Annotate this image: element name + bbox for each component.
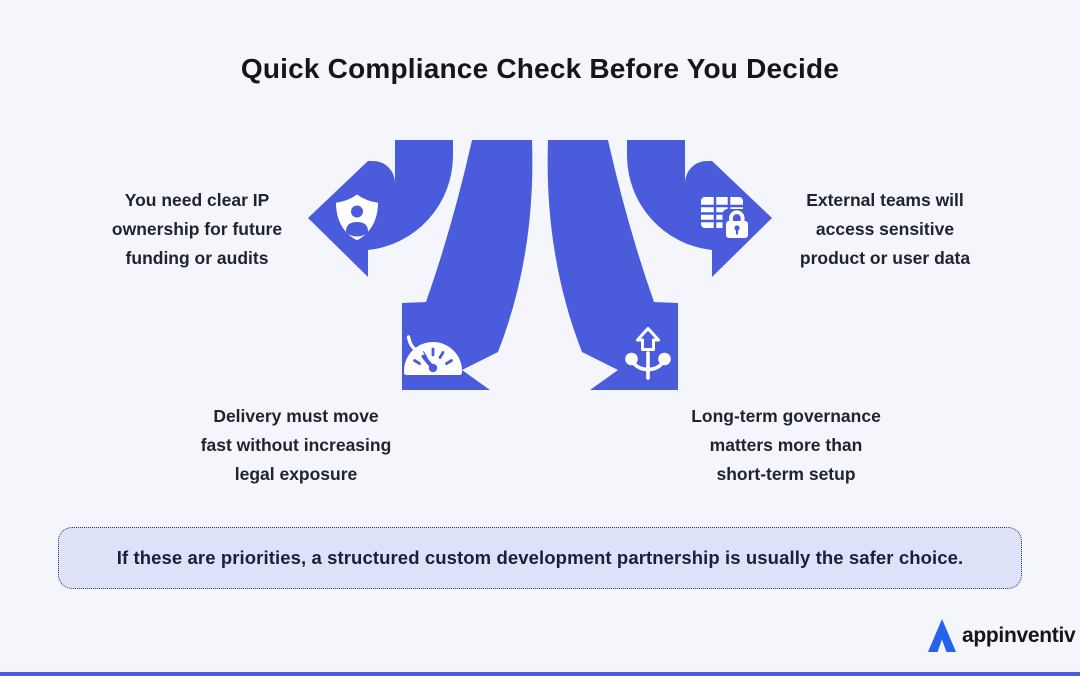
arrow-left — [308, 140, 453, 277]
label-line: funding or audits — [125, 248, 269, 268]
label-line: product or user data — [799, 248, 971, 268]
label-governance: Long-term governance matters more than s… — [671, 402, 901, 489]
label-sensitive-data: External teams will access sensitive pro… — [770, 186, 1000, 273]
label-line: access sensitive — [815, 219, 955, 239]
growth-governance-icon — [625, 327, 671, 380]
label-line: Delivery must move — [213, 406, 379, 426]
label-line: External teams will — [806, 190, 964, 210]
appinventiv-logo-icon — [928, 619, 956, 652]
label-delivery-speed: Delivery must move fast without increasi… — [181, 402, 411, 489]
label-line: fast without increasing — [200, 435, 392, 455]
label-ip-ownership: You need clear IP ownership for future f… — [82, 186, 312, 273]
conclusion-text: If these are priorities, a structured cu… — [116, 547, 964, 568]
data-table-lock-icon — [701, 197, 752, 241]
label-line: ownership for future — [111, 219, 283, 239]
arrow-down-left — [402, 140, 533, 390]
label-line: short-term setup — [716, 464, 856, 484]
bottom-accent-bar — [0, 672, 1080, 676]
label-line: Long-term governance — [691, 406, 881, 426]
page-title: Quick Compliance Check Before You Decide — [240, 53, 840, 84]
shield-user-icon — [336, 194, 378, 241]
arrow-right — [627, 140, 772, 277]
appinventiv-logo-text: appinventiv — [962, 623, 1076, 647]
appinventiv-logo: appinventiv — [928, 619, 1076, 652]
label-line: matters more than — [709, 435, 863, 455]
arrow-down-right — [547, 140, 678, 390]
speedometer-icon — [404, 335, 462, 375]
conclusion-callout: If these are priorities, a structured cu… — [58, 527, 1022, 589]
label-line: legal exposure — [234, 464, 358, 484]
label-line: You need clear IP — [124, 190, 270, 210]
